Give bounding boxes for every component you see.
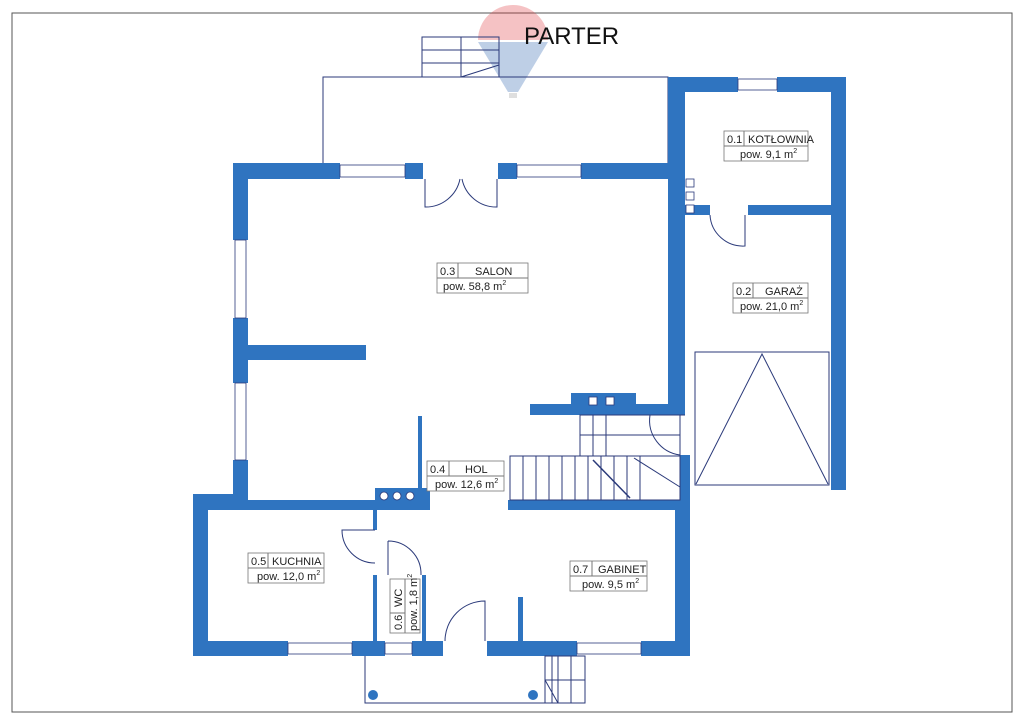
svg-text:pow. 12,6 m2: pow. 12,6 m2 <box>435 478 498 491</box>
walls <box>193 77 846 656</box>
room-label-salon: 0.3 SALON pow. 58,8 m2 <box>436 262 529 294</box>
room-label-kotlownia: 0.1 KOTŁOWNIA pow. 9,1 m2 <box>723 130 815 162</box>
svg-text:pow. 21,0 m2: pow. 21,0 m2 <box>740 300 803 313</box>
svg-text:KUCHNIA: KUCHNIA <box>272 556 322 568</box>
windows <box>234 78 778 655</box>
room-label-gabinet: 0.7 GABINET pow. 9,5 m2 <box>569 560 648 592</box>
room-label-kuchnia: 0.5 KUCHNIA pow. 12,0 m2 <box>247 552 325 584</box>
svg-text:pow. 9,1 m2: pow. 9,1 m2 <box>740 148 797 161</box>
svg-text:pow. 58,8 m2: pow. 58,8 m2 <box>443 280 506 293</box>
doors <box>341 178 746 642</box>
svg-text:GARAŻ: GARAŻ <box>765 285 803 298</box>
room-label-garaz: 0.2 GARAŻ pow. 21,0 m2 <box>732 282 809 314</box>
svg-text:pow. 1,8 m2: pow. 1,8 m2 <box>407 574 420 631</box>
svg-text:0.1: 0.1 <box>727 134 742 146</box>
svg-text:WC: WC <box>393 589 405 607</box>
page-frame <box>11 12 1013 713</box>
room-area: pow. 9,1 m <box>740 149 793 161</box>
chimney-vents <box>379 178 695 501</box>
svg-text:0.2: 0.2 <box>736 286 751 298</box>
svg-text:pow. 9,5 m2: pow. 9,5 m2 <box>582 578 639 591</box>
garage-door <box>694 351 830 486</box>
svg-text:GABINET: GABINET <box>598 564 647 576</box>
room-label-hol: 0.4 HOL pow. 12,6 m2 <box>426 460 505 492</box>
svg-text:SALON: SALON <box>475 266 512 278</box>
terrace-outline <box>322 76 669 163</box>
svg-text:0.3: 0.3 <box>440 266 455 278</box>
svg-text:0.4: 0.4 <box>430 464 445 476</box>
remax-watermark-logo <box>478 5 548 98</box>
svg-text:0.6: 0.6 <box>393 615 405 630</box>
svg-text:KOTŁOWNIA: KOTŁOWNIA <box>748 134 815 146</box>
interior-stairs <box>509 414 681 501</box>
front-porch <box>364 655 586 704</box>
svg-text:HOL: HOL <box>465 464 488 476</box>
room-label-wc: 0.6 WC pow. 1,8 m2 <box>389 574 421 634</box>
plan-title: PARTER <box>524 23 619 50</box>
svg-text:pow. 12,0 m2: pow. 12,0 m2 <box>257 570 320 583</box>
svg-text:0.7: 0.7 <box>573 564 588 576</box>
svg-text:0.5: 0.5 <box>251 556 266 568</box>
